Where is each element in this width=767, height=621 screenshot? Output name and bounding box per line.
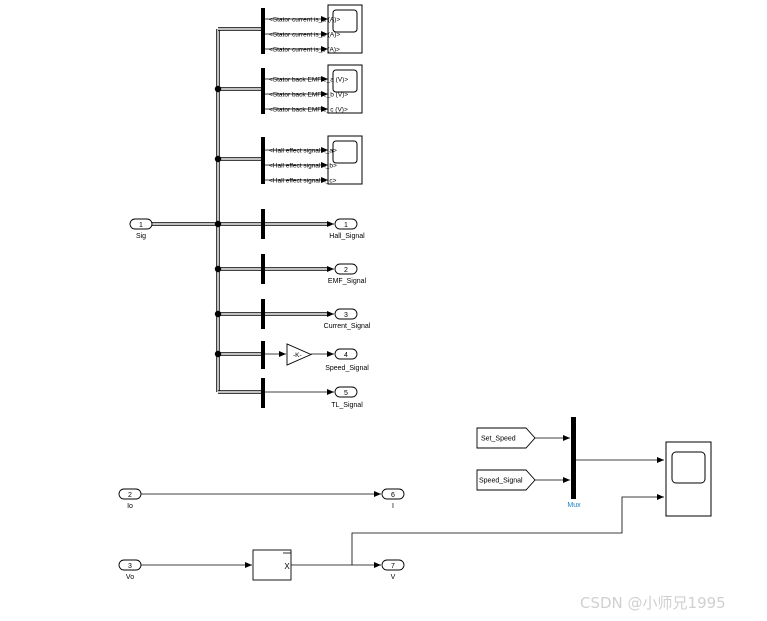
port-v-name: V — [391, 574, 396, 581]
memory-block-label: X — [284, 562, 290, 571]
mux-block[interactable] — [571, 417, 576, 499]
scope-input-lines — [265, 16, 328, 183]
bus-selector-hall[interactable] — [261, 137, 265, 184]
svg-text:7: 7 — [391, 563, 395, 570]
port-speed-signal[interactable]: 4 Speed_Signal — [325, 348, 369, 372]
bus-junctions — [214, 85, 222, 358]
svg-text:3: 3 — [344, 312, 348, 319]
bus-selectors — [261, 8, 265, 408]
svg-text:4: 4 — [344, 352, 348, 359]
bus-selector-current-signal[interactable] — [261, 299, 265, 329]
label-emf-a: <Stator back EMF e_a (V)> — [269, 77, 348, 84]
mux-label: Mux — [567, 502, 581, 509]
gain-block[interactable]: -K- — [286, 343, 313, 366]
port-current-name: Current_Signal — [324, 323, 371, 330]
label-hall-b: <Hall effect signal h_b> — [269, 163, 337, 170]
port-emf-signal[interactable]: 2 EMF_Signal — [328, 263, 367, 285]
bus-selector-speed-signal[interactable] — [261, 341, 265, 369]
bus-wires — [152, 27, 262, 394]
port-tl-name: TL_Signal — [331, 402, 363, 409]
svg-text:1: 1 — [139, 222, 143, 229]
port-hall-name: Hall_Signal — [329, 233, 365, 240]
label-current-c: <Stator current is_c (A)> — [269, 47, 340, 54]
scope-screen-icon — [332, 69, 358, 93]
port-io-name: Io — [127, 503, 133, 510]
from-speed-signal[interactable]: Speed_Signal — [476, 469, 536, 491]
scope-speed[interactable] — [665, 441, 712, 517]
svg-text:5: 5 — [344, 390, 348, 397]
scope-screen-icon — [332, 140, 358, 164]
port-emf-name: EMF_Signal — [328, 278, 367, 285]
memory-block[interactable]: X — [252, 549, 292, 581]
from-speed-signal-label: Speed_Signal — [479, 478, 523, 485]
scope-screen-icon — [671, 451, 706, 484]
from-set-speed-label: Set_Speed — [481, 436, 516, 443]
port-vo-name: Vo — [126, 574, 134, 581]
svg-text:3: 3 — [128, 563, 132, 570]
label-current-a: <Stator current is_a (A)> — [269, 17, 340, 24]
svg-text:2: 2 — [344, 267, 348, 274]
watermark-text: CSDN @小师兄1995 — [580, 594, 726, 612]
bus-selector-hall-signal[interactable] — [261, 209, 265, 239]
scope-current[interactable] — [327, 4, 363, 54]
port-current-signal[interactable]: 3 Current_Signal — [324, 308, 371, 330]
svg-text:2: 2 — [128, 492, 132, 499]
port-vo[interactable]: 3 Vo — [118, 559, 142, 581]
gain-label: -K- — [293, 352, 302, 359]
scope-screen-icon — [332, 9, 358, 33]
scope-signal-labels: <Stator current is_a (A)> <Stator curren… — [269, 17, 348, 185]
port-speed-name: Speed_Signal — [325, 365, 369, 372]
port-tl-signal[interactable]: 5 TL_Signal — [331, 386, 363, 409]
scope-emf[interactable] — [327, 64, 363, 114]
port-sig[interactable]: 1 Sig — [129, 218, 153, 240]
from-set-speed[interactable]: Set_Speed — [476, 427, 536, 449]
port-hall-signal[interactable]: 1 Hall_Signal — [329, 218, 365, 240]
scope-hall[interactable] — [327, 135, 363, 185]
bus-selector-current[interactable] — [261, 8, 265, 54]
port-sig-name: Sig — [136, 233, 146, 240]
label-emf-c: <Stator back EMF e_c (V)> — [269, 107, 348, 114]
port-v[interactable]: 7 V — [381, 559, 405, 581]
port-io[interactable]: 2 Io — [118, 488, 142, 510]
bus-selector-tl-signal[interactable] — [261, 378, 265, 408]
bus-selector-emf[interactable] — [261, 68, 265, 114]
label-emf-b: <Stator back EMF e_b (V)> — [269, 92, 348, 99]
svg-text:6: 6 — [391, 492, 395, 499]
bus-selector-emf-signal[interactable] — [261, 254, 265, 284]
port-i[interactable]: 6 I — [381, 488, 405, 510]
wire-v-to-scope[interactable] — [351, 494, 664, 565]
label-hall-c: <Hall effect signal h_c> — [269, 178, 337, 185]
label-current-b: <Stator current is_b (A)> — [269, 32, 340, 39]
svg-text:1: 1 — [344, 222, 348, 229]
port-i-name: I — [392, 503, 394, 510]
label-hall-a: <Hall effect signal h_a> — [269, 148, 337, 155]
outport-bus-lines — [265, 221, 334, 395]
